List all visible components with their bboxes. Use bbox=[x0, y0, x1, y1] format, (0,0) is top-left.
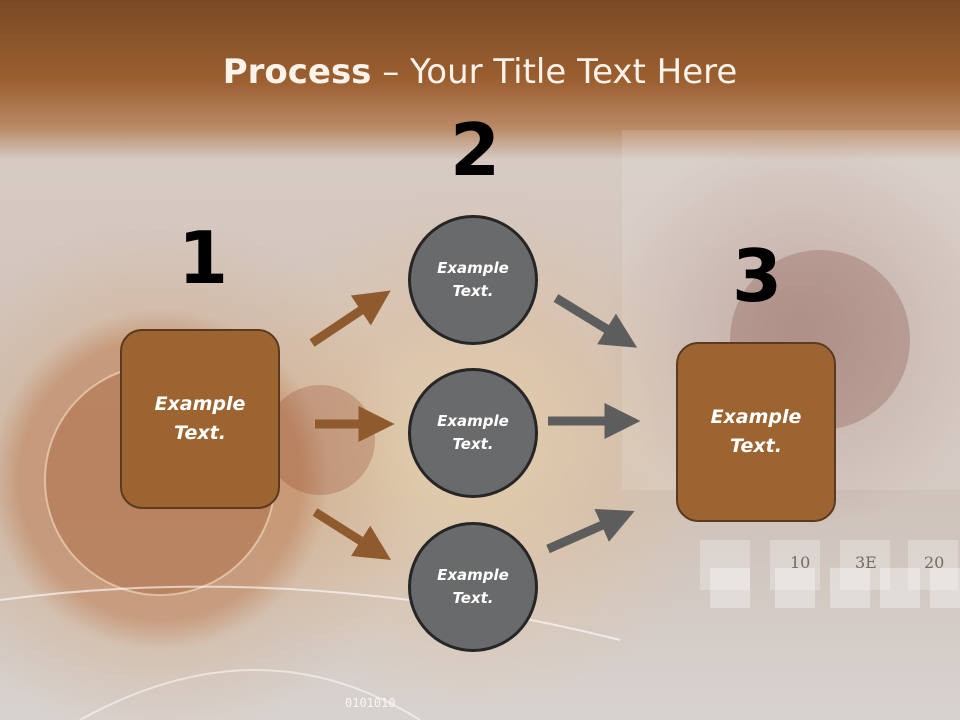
tile bbox=[840, 540, 890, 590]
tile bbox=[830, 568, 870, 608]
title-band bbox=[0, 0, 960, 160]
tile bbox=[770, 540, 820, 590]
left-box-text: Example Text. bbox=[154, 393, 246, 444]
right-box: Example Text. bbox=[676, 342, 836, 522]
arrow-to-top bbox=[309, 290, 391, 347]
arrow-from-top bbox=[553, 294, 638, 348]
circle-middle-text: Example Text. bbox=[437, 412, 509, 453]
background-code-bottom: 0101010 bbox=[345, 696, 396, 710]
eye-iris bbox=[265, 385, 375, 495]
circle-bottom-text: Example Text. bbox=[437, 566, 509, 607]
arrow-to-bottom bbox=[312, 508, 392, 561]
tile bbox=[930, 568, 960, 608]
light-streak bbox=[0, 585, 621, 641]
background-tile-label: 3E bbox=[855, 553, 877, 572]
circle-top-text: Example Text. bbox=[437, 259, 509, 300]
tile bbox=[775, 568, 815, 608]
left-box: Example Text. bbox=[120, 329, 280, 509]
circle-top: Example Text. bbox=[408, 215, 538, 345]
circle-middle: Example Text. bbox=[408, 368, 538, 498]
arrow-from-bottom bbox=[546, 508, 635, 554]
right-box-text: Example Text. bbox=[710, 406, 802, 457]
background-tile-label: 20 bbox=[924, 553, 945, 572]
tile bbox=[880, 568, 920, 608]
step-number-1: 1 bbox=[178, 216, 229, 300]
tile bbox=[710, 568, 750, 608]
slide-title: Process – Your Title Text Here bbox=[0, 52, 960, 92]
background-tile-label: 10 bbox=[790, 553, 811, 572]
tile bbox=[908, 540, 958, 590]
step-number-2: 2 bbox=[450, 108, 501, 192]
title-rest: – Your Title Text Here bbox=[371, 52, 738, 92]
light-streak bbox=[79, 669, 421, 720]
tile bbox=[700, 540, 750, 590]
circle-bottom: Example Text. bbox=[408, 522, 538, 652]
step-number-3: 3 bbox=[732, 234, 783, 318]
title-bold: Process bbox=[222, 52, 372, 92]
